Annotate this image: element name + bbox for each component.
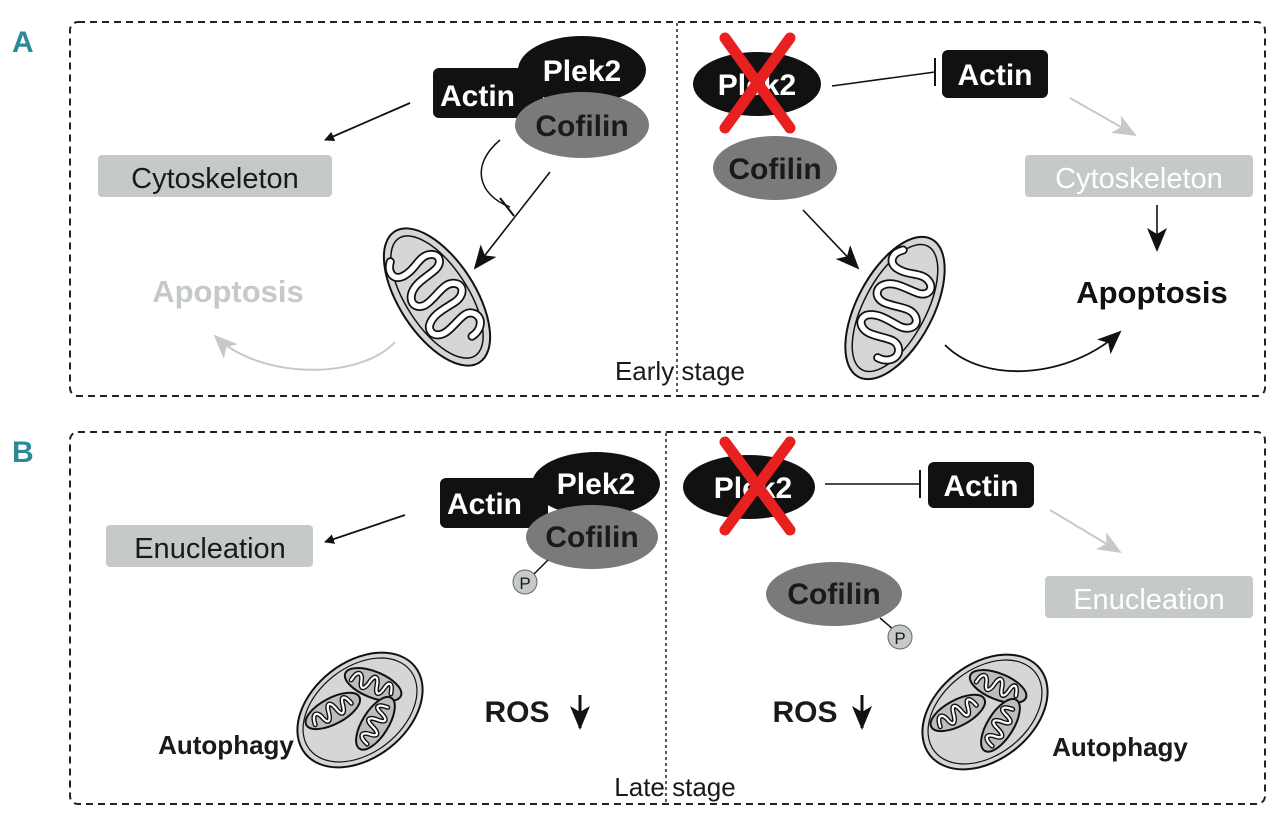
cytoskeleton-box (98, 155, 332, 197)
phospho-node (887, 624, 913, 650)
mitochondrion (825, 221, 965, 394)
cofilin-node (515, 92, 649, 158)
plek2-node (532, 452, 660, 516)
arrow-actin-to-cytoskeleton (324, 102, 411, 141)
phospho-label: P (894, 629, 905, 648)
actin-label: Actin (944, 470, 1019, 503)
complex-a-left: Actin Plek2 Cofilin (433, 36, 649, 158)
enucleation-box-faded (1045, 576, 1253, 618)
cofilin-inhibition-curve (480, 139, 511, 208)
mitochondrion (363, 211, 512, 383)
actin-label: Actin (440, 80, 515, 113)
cofilin-label: Cofilin (787, 578, 880, 611)
plek2-node (683, 455, 815, 519)
autophagosome (296, 651, 424, 769)
actin-node (942, 50, 1048, 98)
actin-node (928, 462, 1034, 508)
knockout-x-icon (719, 436, 796, 536)
knockout-x-icon (719, 32, 796, 134)
ros-label: ROS (772, 696, 837, 729)
actin-label: Actin (447, 488, 522, 521)
phospho-label: P (519, 574, 530, 593)
inhibition-bar (499, 197, 515, 217)
phospho-node (512, 569, 538, 595)
enucleation-label: Enucleation (134, 533, 286, 565)
plek2-knockout-b: Plek2 (683, 436, 815, 536)
panel-a-letter: A (12, 26, 34, 59)
arrow-faded (1049, 509, 1122, 554)
panel-a-stage-label: Early stage (615, 356, 745, 386)
cytoskeleton-label: Cytoskeleton (1055, 163, 1223, 195)
arrow-faded (1069, 97, 1137, 136)
arrow-cofilin-to-mitochondrion (473, 171, 551, 270)
panel-b-letter: B (12, 436, 34, 469)
arrow-cofilin-to-mitochondrion (802, 209, 860, 270)
actin-node (440, 478, 548, 528)
actin-node (433, 68, 543, 118)
cofilin-label: Cofilin (728, 153, 821, 186)
cytoskeleton-box-faded (1025, 155, 1253, 197)
actin-label: Actin (958, 59, 1033, 92)
complex-b-left: Actin Plek2 Cofilin (440, 452, 660, 569)
autophagy-label: Autophagy (158, 730, 294, 760)
plek2-label: Plek2 (543, 55, 621, 88)
inhibition-line (831, 71, 936, 87)
panel-b-stage-label: Late stage (614, 772, 735, 802)
enucleation-label: Enucleation (1073, 584, 1225, 616)
cofilin-node (766, 562, 902, 626)
arrow-to-apoptosis (944, 330, 1122, 373)
panel-b-frame (69, 431, 1266, 805)
arrow-actin-to-enucleation (324, 514, 406, 544)
plek2-node (518, 36, 646, 104)
ros-label: ROS (484, 696, 549, 729)
panel-a-frame (69, 21, 1266, 397)
cytoskeleton-label: Cytoskeleton (131, 163, 299, 195)
autophagosome (921, 653, 1049, 771)
arrow-to-apoptosis-faded (213, 334, 396, 371)
plek2-label: Plek2 (557, 468, 635, 501)
autophagy-label: Autophagy (1052, 732, 1188, 762)
apoptosis-label: Apoptosis (1076, 275, 1228, 310)
cofilin-label: Cofilin (535, 110, 628, 143)
cofilin-label: Cofilin (545, 521, 638, 554)
apoptosis-label-faded: Apoptosis (152, 274, 304, 309)
plek2-knockout-a: Plek2 (693, 32, 821, 134)
cofilin-node (526, 505, 658, 569)
cofilin-node (713, 136, 837, 200)
enucleation-box (106, 525, 313, 567)
